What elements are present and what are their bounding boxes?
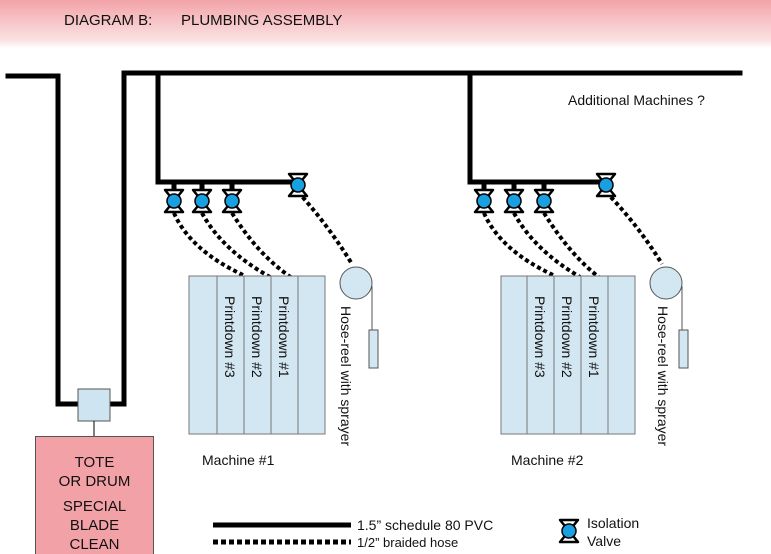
pvc-supply-line — [105, 70, 743, 407]
hose-reel-icon — [649, 266, 689, 369]
tote-connector-box — [77, 388, 111, 422]
hose-m2-pd1 — [542, 211, 602, 280]
braided-hoses — [172, 190, 664, 280]
pvc-drop-machine-1 — [171, 179, 235, 193]
hose-m1-reel — [296, 190, 354, 266]
isolation-valve-icon — [163, 188, 185, 214]
isolation-valve-icon — [473, 188, 495, 214]
diagram-label: DIAGRAM B: — [64, 12, 153, 29]
hose-m2-pd2 — [512, 212, 582, 279]
machine-2-label: Machine #2 — [511, 452, 584, 468]
machine-1-printdown-1-label: Printdown #1 — [276, 296, 292, 378]
machine-1-label: Machine #1 — [202, 452, 275, 468]
legend-valve-label-2: Valve — [587, 533, 621, 549]
pvc-branch-machine-2 — [467, 70, 609, 185]
pvc-drop-machine-2 — [481, 179, 547, 193]
tote-line-4: BLADE — [69, 517, 120, 534]
pvc-branch-machine-1 — [155, 70, 301, 185]
legend-pvc-label: 1.5” schedule 80 PVC — [357, 517, 494, 533]
isolation-valve-icon — [287, 172, 309, 198]
diagram-title: PLUMBING ASSEMBLY — [181, 12, 343, 29]
additional-machines-label: Additional Machines ? — [568, 92, 705, 108]
tote-line-1: TOTE — [74, 454, 115, 471]
hose-m1-pd3 — [172, 212, 244, 277]
machine-2-printdown-3-label: Printdown #3 — [532, 296, 548, 378]
isolation-valve-icon — [191, 188, 213, 214]
legend-isolation-valve-icon — [558, 518, 580, 544]
pvc-return-line — [5, 73, 83, 407]
machine-1-printdowns — [188, 275, 326, 435]
machine-2-hose-reel-label: Hose-reel with sprayer — [655, 306, 671, 447]
machine-2-printdowns — [500, 275, 636, 435]
machine-1-hose-reel-label: Hose-reel with sprayer — [338, 306, 354, 447]
hose-m1-pd2 — [200, 212, 271, 279]
tote-drum: TOTE OR DRUM SPECIAL BLADE CLEAN — [35, 436, 154, 554]
machine-2-printdown-2-label: Printdown #2 — [559, 296, 575, 378]
legend-valve-label-1: Isolation — [587, 515, 640, 531]
isolation-valve-icon — [595, 172, 617, 198]
machine-1-printdown-3-label: Printdown #3 — [222, 296, 238, 378]
isolation-valve-icon — [533, 188, 555, 214]
pvc-pipes — [5, 70, 743, 407]
diagram-header: DIAGRAM B: PLUMBING ASSEMBLY — [0, 0, 771, 48]
sprayer-icon — [368, 329, 379, 369]
machine-2-printdown-1-label: Printdown #1 — [586, 296, 602, 378]
sprayer-icon — [678, 329, 689, 369]
isolation-valve-icon — [221, 188, 243, 214]
hose-m2-pd3 — [482, 212, 554, 277]
legend-hose-label: 1/2” braided hose — [357, 535, 459, 550]
machine-1-printdown-2-label: Printdown #2 — [249, 296, 265, 378]
tote-line-5: CLEAN — [69, 536, 120, 553]
hose-reel-icon — [339, 266, 379, 369]
hose-m1-pd1 — [230, 211, 294, 280]
tote-line-2: OR DRUM — [58, 473, 131, 490]
tote-line-3: SPECIAL — [62, 498, 127, 515]
hose-m2-reel — [604, 190, 664, 266]
isolation-valve-icon — [503, 188, 525, 214]
